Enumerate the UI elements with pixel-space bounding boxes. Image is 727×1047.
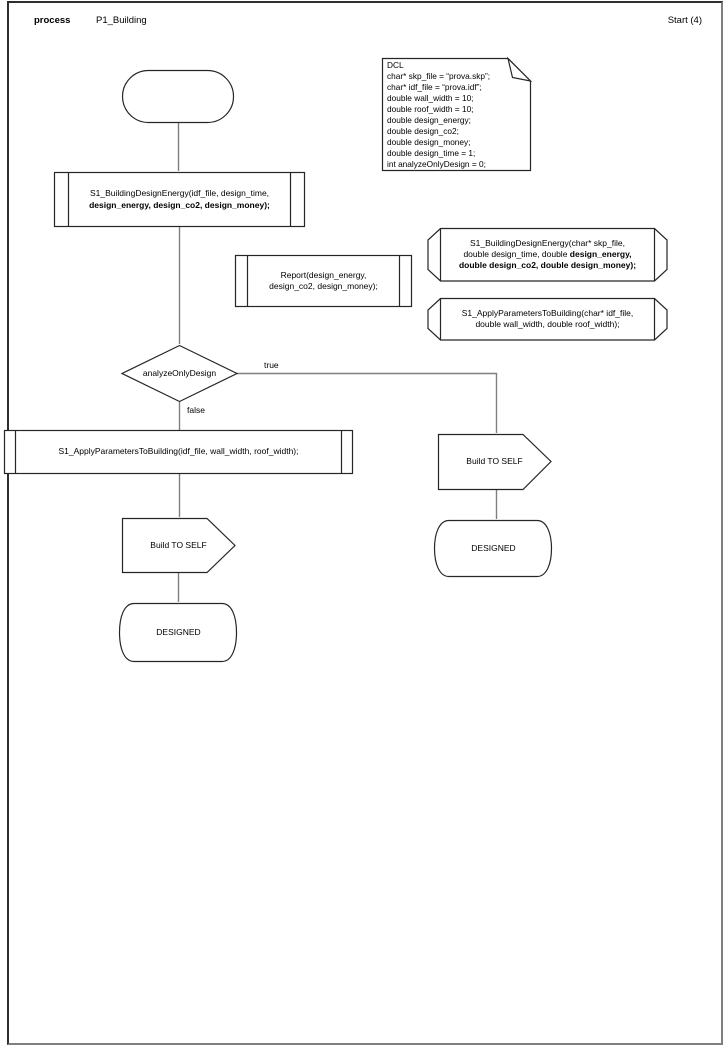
designed-left-shape[interactable]: [118, 602, 238, 663]
connector-group: [177, 123, 498, 602]
process-name-label: P1_Building: [96, 15, 147, 26]
designed-right-shape[interactable]: [433, 519, 553, 578]
call-main-shape[interactable]: [53, 171, 306, 228]
build-self-right-shape[interactable]: [437, 433, 552, 491]
build-self-left-shape[interactable]: [121, 517, 236, 574]
process-kind-label: process: [34, 15, 71, 26]
apply-call-shape[interactable]: [3, 429, 354, 475]
report-shape[interactable]: [234, 254, 413, 308]
start-page-label: Start (4): [667, 15, 702, 26]
page-border: [7, 1, 723, 1045]
connector-true-branch: [237, 372, 498, 433]
signature-energy-shape[interactable]: [427, 227, 668, 282]
dcl-note-shape[interactable]: [381, 56, 533, 172]
decision-diamond[interactable]: [120, 344, 239, 403]
signature-apply-shape[interactable]: [427, 297, 668, 341]
start-terminator[interactable]: [121, 69, 235, 124]
